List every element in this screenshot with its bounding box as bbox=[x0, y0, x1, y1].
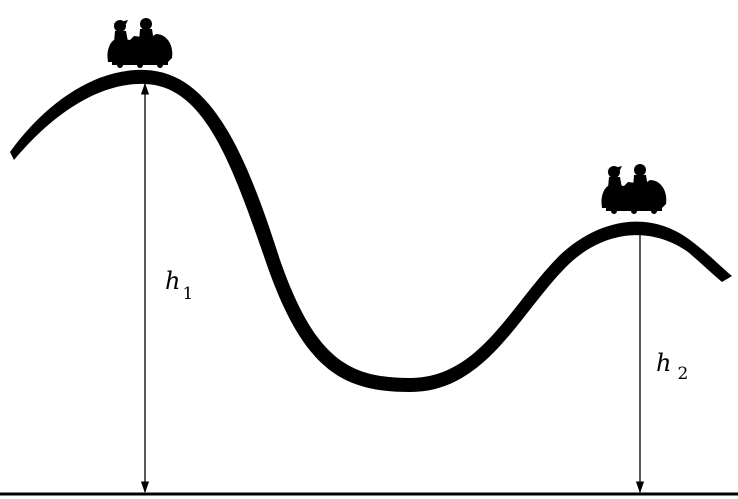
cart-right bbox=[601, 164, 667, 214]
cart-left bbox=[107, 18, 173, 68]
coaster-track bbox=[10, 69, 732, 393]
